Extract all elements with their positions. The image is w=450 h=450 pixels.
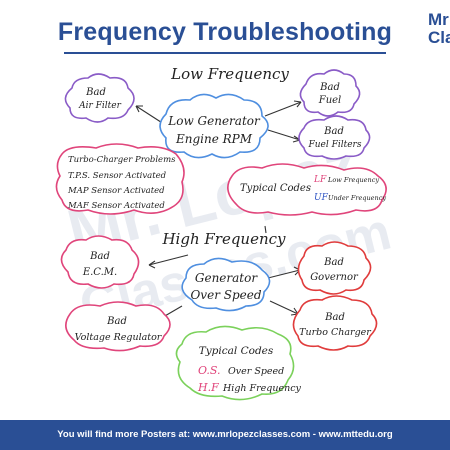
low-frequency-heading: Low Frequency bbox=[170, 65, 289, 83]
low-center-cloud bbox=[159, 93, 269, 159]
fuel-filters-line-1: Bad bbox=[323, 126, 344, 137]
uf-text: Under Frequency bbox=[328, 194, 386, 202]
hf-text: High Frequency bbox=[222, 383, 302, 394]
page-title: Frequency Troubleshooting bbox=[57, 18, 393, 46]
arrow-to-governor bbox=[267, 269, 301, 279]
turbo-problem-tps: T.P.S. Sensor Activated bbox=[68, 171, 167, 181]
cloud-shapes bbox=[55, 69, 387, 401]
air-filter-cloud bbox=[64, 73, 135, 123]
turbo-charger-cloud bbox=[292, 295, 378, 351]
lf-code: LF bbox=[313, 175, 327, 185]
high-codes-cloud bbox=[175, 325, 295, 401]
ecm-cloud bbox=[60, 235, 140, 289]
os-text: Over Speed bbox=[228, 366, 284, 377]
ecm-line-1: Bad bbox=[89, 251, 110, 262]
hf-code: H.F bbox=[197, 381, 219, 394]
fuel-filters-cloud bbox=[298, 115, 371, 160]
governor-cloud bbox=[297, 241, 372, 295]
lf-text: Low Frequency bbox=[327, 176, 379, 184]
turbo-charger-line-2: Turbo Charger bbox=[299, 327, 372, 338]
fuel-filters-line-2: Fuel Filters bbox=[308, 140, 362, 150]
arrow-to-turbo-charger bbox=[269, 300, 299, 315]
poster-footer: You will find more Posters at: www.mrlop… bbox=[0, 420, 450, 450]
turbo-problems-title: Turbo-Charger Problems bbox=[68, 155, 176, 165]
os-code: O.S. bbox=[198, 364, 221, 377]
turbo-problem-map: MAP Sensor Activated bbox=[67, 186, 165, 196]
voltage-regulator-line-2: Voltage Regulator bbox=[75, 332, 163, 343]
tick-mark bbox=[264, 225, 267, 234]
brand-logo: Mr Classes bbox=[428, 10, 450, 48]
troubleshooting-diagram: Mr. Lopez Classes.com Low Freque bbox=[55, 65, 397, 401]
fuel-line-2: Fuel bbox=[318, 95, 342, 106]
turbo-problem-maf: MAF Sensor Activated bbox=[67, 201, 165, 211]
turbo-charger-line-1: Bad bbox=[324, 312, 345, 323]
logo-line-2: Classes bbox=[428, 28, 450, 47]
high-center-line-1: Generator bbox=[195, 271, 258, 285]
turbo-problems-cloud bbox=[55, 143, 185, 215]
governor-line-2: Governor bbox=[310, 272, 359, 283]
title-underline bbox=[64, 52, 386, 54]
low-codes-cloud bbox=[227, 163, 387, 216]
fuel-line-1: Bad bbox=[319, 82, 340, 93]
arrow-to-fuel bbox=[264, 101, 302, 117]
low-codes-label: Typical Codes bbox=[240, 183, 311, 194]
voltage-regulator-line-1: Bad bbox=[106, 316, 127, 327]
fuel-cloud bbox=[299, 69, 361, 117]
logo-line-1: Mr bbox=[428, 10, 449, 29]
ecm-line-2: E.C.M. bbox=[82, 267, 117, 278]
uf-code: UF bbox=[314, 193, 329, 203]
voltage-regulator-cloud bbox=[65, 301, 171, 352]
arrow-to-fuel-filters bbox=[267, 129, 301, 141]
air-filter-line-1: Bad bbox=[85, 87, 106, 98]
low-center-line-1: Low Generator bbox=[167, 114, 261, 128]
air-filter-line-2: Air Filter bbox=[78, 101, 121, 111]
high-frequency-heading: High Frequency bbox=[161, 230, 286, 248]
low-center-line-2: Engine RPM bbox=[175, 132, 253, 146]
governor-line-1: Bad bbox=[323, 257, 344, 268]
poster-header: Frequency Troubleshooting Mr Classes bbox=[0, 0, 450, 58]
high-codes-label: Typical Codes bbox=[199, 345, 274, 357]
high-center-line-2: Over Speed bbox=[190, 288, 261, 302]
high-center-cloud bbox=[181, 257, 271, 312]
arrow-to-ecm bbox=[148, 254, 189, 266]
footer-text: You will find more Posters at: www.mrlop… bbox=[57, 429, 393, 440]
